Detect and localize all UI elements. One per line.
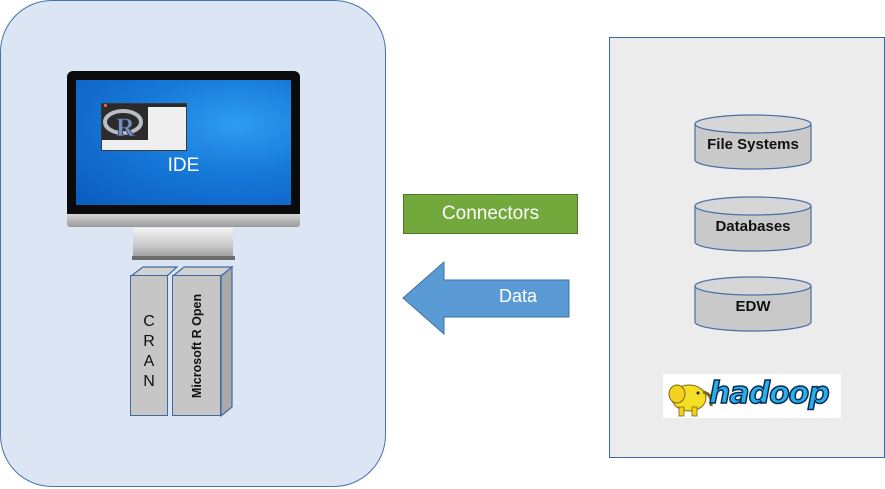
microsoft-r-open-label: Microsoft R Open xyxy=(189,293,204,398)
monitor-icon: R IDE xyxy=(67,71,300,228)
r-app-window: R xyxy=(101,103,187,151)
databases-label: Databases xyxy=(715,218,791,235)
monitor-bezel: R IDE xyxy=(67,71,300,214)
data-arrow-label: Data xyxy=(498,286,538,306)
file-systems-cylinder: File Systems xyxy=(694,114,812,170)
hadoop-wordmark: hadoop xyxy=(708,375,830,412)
file-systems-label: File Systems xyxy=(707,136,799,153)
edw-label: EDW xyxy=(735,298,771,315)
ide-label: IDE xyxy=(167,155,200,176)
hadoop-logo: hadoop xyxy=(663,374,841,418)
svg-text:R: R xyxy=(116,113,135,140)
monitor-stand xyxy=(133,228,233,258)
microsoft-r-open-repository: Microsoft R Open xyxy=(172,266,234,418)
r-logo-icon: R xyxy=(102,107,148,142)
data-arrow-icon xyxy=(402,261,570,335)
monitor-screen: R IDE xyxy=(76,80,291,205)
edw-cylinder: EDW xyxy=(694,276,812,332)
databases-cylinder: Databases xyxy=(694,196,812,252)
data-sources-panel: File Systems Databases EDW hadoop xyxy=(609,37,885,458)
hadoop-elephant-icon xyxy=(668,384,713,417)
connectors-box: Connectors xyxy=(403,194,578,234)
monitor-chin xyxy=(67,214,300,227)
